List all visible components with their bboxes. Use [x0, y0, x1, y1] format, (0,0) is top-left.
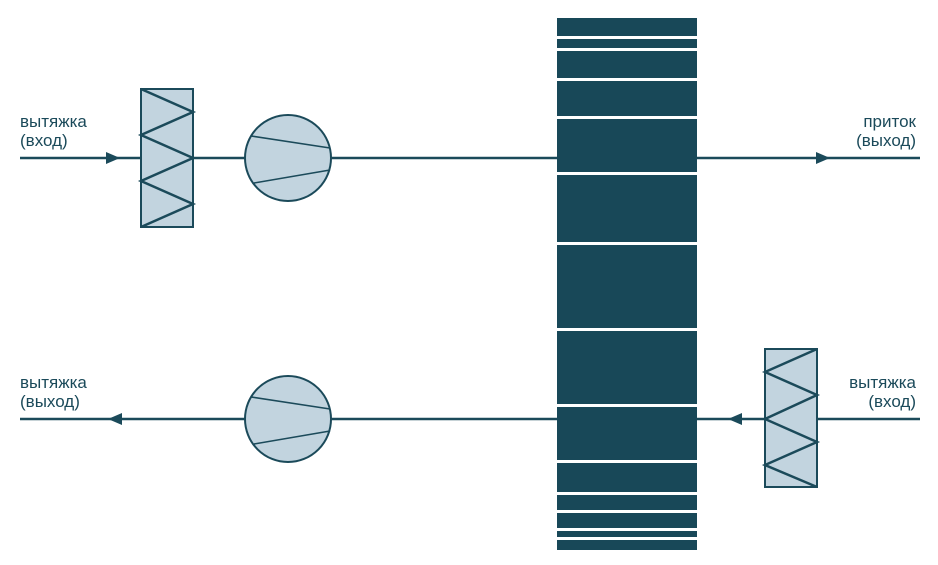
label-supply-outlet-line1: приток [863, 112, 916, 131]
label-extract-inlet-left-line2: (вход) [20, 131, 68, 150]
label-extract-outlet-line2: (выход) [20, 392, 80, 411]
heat-exchanger-plate [557, 116, 697, 119]
heat-exchanger-plate [557, 48, 697, 51]
arrow-right-icon [106, 152, 120, 164]
heat-exchanger-plate [557, 404, 697, 407]
fan-bottom-blade-lower [253, 430, 331, 445]
label-extract-inlet-right-line2: (вход) [868, 392, 916, 411]
filter-bottom-zigzag [761, 347, 821, 489]
heat-exchanger-plate [557, 537, 697, 540]
label-extract-inlet-right-line1: вытяжка [849, 373, 916, 392]
arrow-left-icon [728, 413, 742, 425]
fan-top-blade-lower [253, 169, 331, 184]
label-extract-inlet-right: вытяжка (вход) [849, 373, 916, 411]
plate-heat-exchanger-icon [557, 18, 697, 550]
label-extract-inlet-left-line1: вытяжка [20, 112, 87, 131]
heat-exchanger-plate [557, 242, 697, 245]
arrow-left-icon [108, 413, 122, 425]
heat-exchanger-plates [557, 36, 697, 540]
heat-exchanger-body [557, 18, 697, 550]
fan-bottom-body [244, 375, 332, 463]
heat-exchanger-plate [557, 510, 697, 513]
fan-bottom-blade-upper [250, 396, 331, 410]
label-extract-inlet-left: вытяжка (вход) [20, 112, 87, 150]
filter-top-zigzag [137, 87, 197, 229]
heat-exchanger-plate [557, 172, 697, 175]
label-extract-outlet-line1: вытяжка [20, 373, 87, 392]
zigzag-filter-icon [137, 87, 197, 229]
arrow-right-icon [816, 152, 830, 164]
heat-exchanger-plate [557, 460, 697, 463]
fan-top-body [244, 114, 332, 202]
zigzag-filter-icon [761, 347, 821, 489]
heat-exchanger-plate [557, 36, 697, 39]
fan-top-blade-upper [250, 135, 331, 149]
filter-top-body [140, 88, 194, 228]
label-supply-outlet-line2: (выход) [856, 131, 916, 150]
fan-icon [244, 375, 332, 463]
heat-exchanger-plate [557, 78, 697, 81]
label-extract-outlet: вытяжка (выход) [20, 373, 87, 411]
label-supply-outlet: приток (выход) [856, 112, 916, 150]
heat-exchanger-plate [557, 328, 697, 331]
heat-exchanger-plate [557, 528, 697, 531]
heat-exchanger-plate [557, 492, 697, 495]
fan-icon [244, 114, 332, 202]
